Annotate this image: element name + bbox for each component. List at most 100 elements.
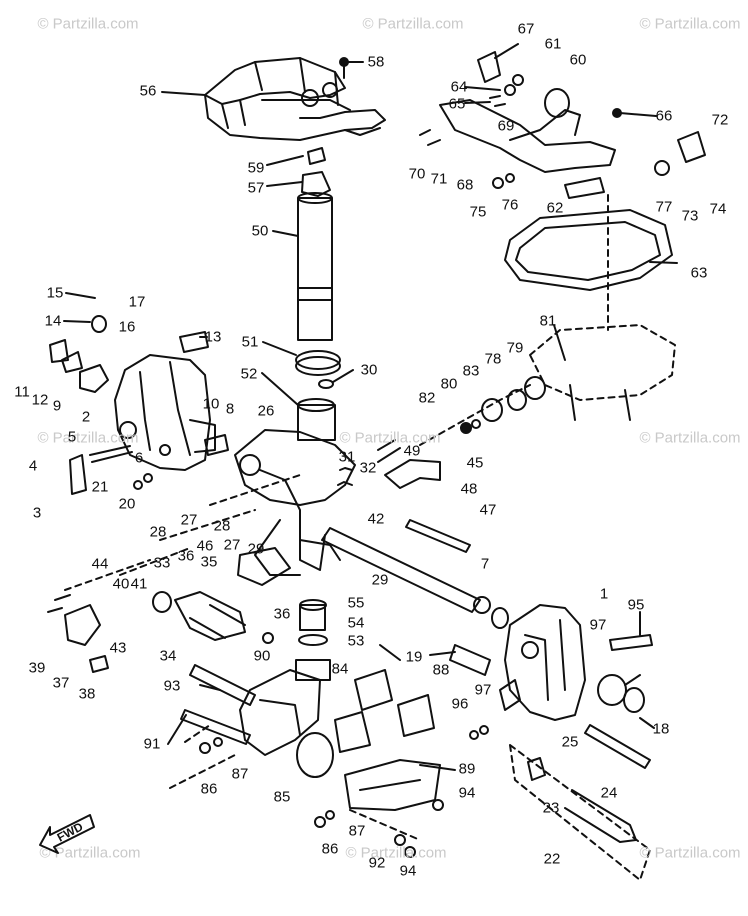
callout-28b[interactable]: 28	[213, 517, 231, 535]
callout-57[interactable]: 57	[247, 179, 265, 197]
callout-37[interactable]: 37	[52, 674, 70, 692]
callout-88[interactable]: 88	[432, 661, 450, 679]
callout-5[interactable]: 5	[67, 428, 77, 446]
callout-62[interactable]: 62	[546, 199, 564, 217]
callout-96[interactable]: 96	[451, 695, 469, 713]
callout-63[interactable]: 63	[690, 264, 708, 282]
callout-47[interactable]: 47	[479, 501, 497, 519]
callout-86b[interactable]: 86	[321, 840, 339, 858]
callout-38[interactable]: 38	[78, 685, 96, 703]
callout-41[interactable]: 41	[130, 575, 148, 593]
callout-42[interactable]: 42	[367, 510, 385, 528]
callout-4[interactable]: 4	[28, 457, 38, 475]
callout-61[interactable]: 61	[544, 35, 562, 53]
callout-92[interactable]: 92	[368, 854, 386, 872]
callout-46[interactable]: 46	[196, 537, 214, 555]
callout-34[interactable]: 34	[159, 647, 177, 665]
callout-68[interactable]: 68	[456, 176, 474, 194]
callout-26[interactable]: 26	[257, 402, 275, 420]
callout-91[interactable]: 91	[143, 735, 161, 753]
callout-70[interactable]: 70	[408, 165, 426, 183]
callout-1[interactable]: 1	[599, 585, 609, 603]
callout-55[interactable]: 55	[347, 594, 365, 612]
callout-11[interactable]: 11	[14, 383, 30, 401]
callout-39[interactable]: 39	[28, 659, 46, 677]
callout-36b[interactable]: 36	[273, 605, 291, 623]
callout-58[interactable]: 58	[367, 53, 385, 71]
callout-29b[interactable]: 29	[371, 571, 389, 589]
callout-50[interactable]: 50	[251, 222, 269, 240]
callout-56[interactable]: 56	[139, 82, 157, 100]
callout-9[interactable]: 9	[52, 397, 62, 415]
callout-87a[interactable]: 87	[231, 765, 249, 783]
callout-8[interactable]: 8	[225, 400, 235, 418]
callout-97a[interactable]: 97	[589, 616, 607, 634]
callout-86a[interactable]: 86	[200, 780, 218, 798]
callout-2[interactable]: 2	[81, 408, 91, 426]
callout-18[interactable]: 18	[652, 720, 670, 738]
callout-95[interactable]: 95	[627, 596, 645, 614]
callout-66[interactable]: 66	[655, 107, 673, 125]
callout-33[interactable]: 33	[153, 554, 171, 572]
callout-44[interactable]: 44	[91, 555, 109, 573]
callout-6[interactable]: 6	[134, 449, 144, 467]
callout-7[interactable]: 7	[480, 555, 490, 573]
callout-87b[interactable]: 87	[348, 822, 366, 840]
callout-35[interactable]: 35	[200, 553, 218, 571]
callout-30[interactable]: 30	[360, 361, 378, 379]
callout-13[interactable]: 13	[204, 328, 222, 346]
callout-43[interactable]: 43	[109, 639, 127, 657]
callout-72[interactable]: 72	[711, 111, 729, 129]
callout-78[interactable]: 78	[484, 350, 502, 368]
callout-93[interactable]: 93	[163, 677, 181, 695]
callout-71[interactable]: 71	[430, 170, 448, 188]
callout-40[interactable]: 40	[112, 575, 130, 593]
callout-22[interactable]: 22	[543, 850, 561, 868]
callout-83[interactable]: 83	[462, 362, 480, 380]
callout-59[interactable]: 59	[247, 159, 265, 177]
callout-90[interactable]: 90	[253, 647, 271, 665]
callout-12[interactable]: 12	[31, 391, 49, 409]
callout-89[interactable]: 89	[458, 760, 476, 778]
callout-85[interactable]: 85	[273, 788, 291, 806]
callout-14[interactable]: 14	[44, 312, 62, 330]
callout-54[interactable]: 54	[347, 614, 365, 632]
callout-45[interactable]: 45	[466, 454, 484, 472]
callout-16[interactable]: 16	[118, 318, 136, 336]
callout-80[interactable]: 80	[440, 375, 458, 393]
callout-27b[interactable]: 27	[223, 536, 241, 554]
callout-48[interactable]: 48	[460, 480, 478, 498]
callout-17[interactable]: 17	[128, 293, 146, 311]
callout-64[interactable]: 64	[450, 78, 468, 96]
callout-20[interactable]: 20	[118, 495, 136, 513]
callout-67[interactable]: 67	[517, 20, 535, 38]
callout-69[interactable]: 69	[497, 117, 515, 135]
callout-97b[interactable]: 97	[474, 681, 492, 699]
callout-51[interactable]: 51	[241, 333, 259, 351]
callout-82[interactable]: 82	[418, 389, 436, 407]
callout-32[interactable]: 32	[359, 459, 377, 477]
callout-28a[interactable]: 28	[149, 523, 167, 541]
callout-65[interactable]: 65	[448, 95, 466, 113]
callout-81[interactable]: 81	[539, 312, 557, 330]
callout-15[interactable]: 15	[46, 284, 64, 302]
callout-77[interactable]: 77	[655, 198, 673, 216]
callout-29a[interactable]: 29	[247, 540, 265, 558]
callout-23[interactable]: 23	[542, 799, 560, 817]
callout-75[interactable]: 75	[469, 203, 487, 221]
callout-94a[interactable]: 94	[458, 784, 476, 802]
callout-19[interactable]: 19	[405, 648, 423, 666]
callout-73[interactable]: 73	[681, 207, 699, 225]
callout-10[interactable]: 10	[202, 395, 220, 413]
callout-31[interactable]: 31	[338, 448, 356, 466]
callout-76[interactable]: 76	[501, 196, 519, 214]
callout-49[interactable]: 49	[403, 442, 421, 460]
callout-79[interactable]: 79	[506, 339, 524, 357]
callout-74[interactable]: 74	[709, 200, 727, 218]
callout-24[interactable]: 24	[600, 784, 618, 802]
callout-94b[interactable]: 94	[399, 862, 417, 880]
callout-36a[interactable]: 36	[177, 547, 195, 565]
callout-21[interactable]: 21	[91, 478, 109, 496]
callout-3[interactable]: 3	[32, 504, 42, 522]
callout-25[interactable]: 25	[561, 733, 579, 751]
